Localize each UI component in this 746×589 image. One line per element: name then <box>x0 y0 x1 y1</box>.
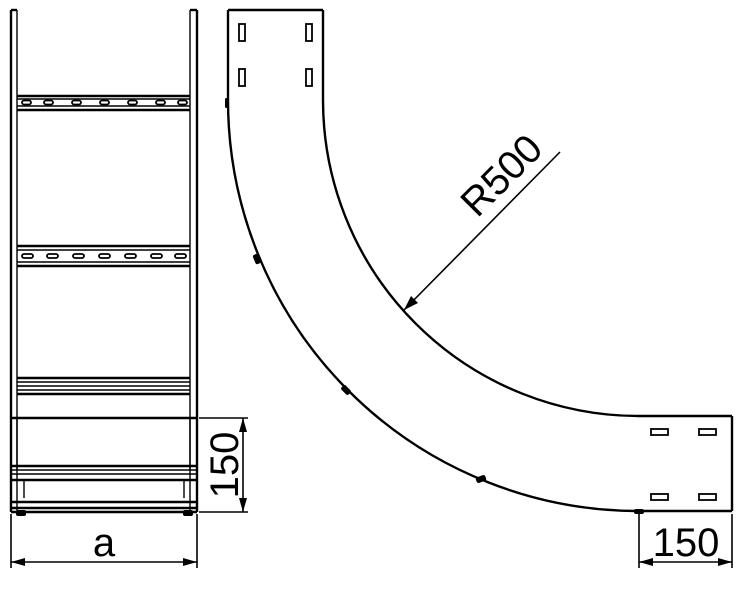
flange-dimension-label: 150 <box>653 521 720 565</box>
bend-plan-view: R500 150 <box>225 8 734 568</box>
height-dimension: 150 <box>199 417 248 513</box>
height-dimension-label: 150 <box>203 432 247 499</box>
right-flange <box>634 414 734 514</box>
outer-arc <box>226 99 640 513</box>
ladder-base <box>11 416 197 516</box>
width-dimension-label: a <box>93 521 116 565</box>
rung-2 <box>17 244 190 268</box>
left-rail <box>9 8 18 512</box>
rung-1 <box>17 94 190 112</box>
rung-3 <box>17 376 190 396</box>
top-flange <box>225 8 325 108</box>
inner-arc <box>321 99 640 418</box>
radius-dimension: R500 <box>403 126 561 311</box>
right-rail <box>189 8 199 512</box>
ladder-front-view: 150 a <box>9 8 248 568</box>
bend-body <box>226 99 640 513</box>
width-dimension: a <box>10 514 198 568</box>
flange-dimension: 150 <box>638 514 733 568</box>
